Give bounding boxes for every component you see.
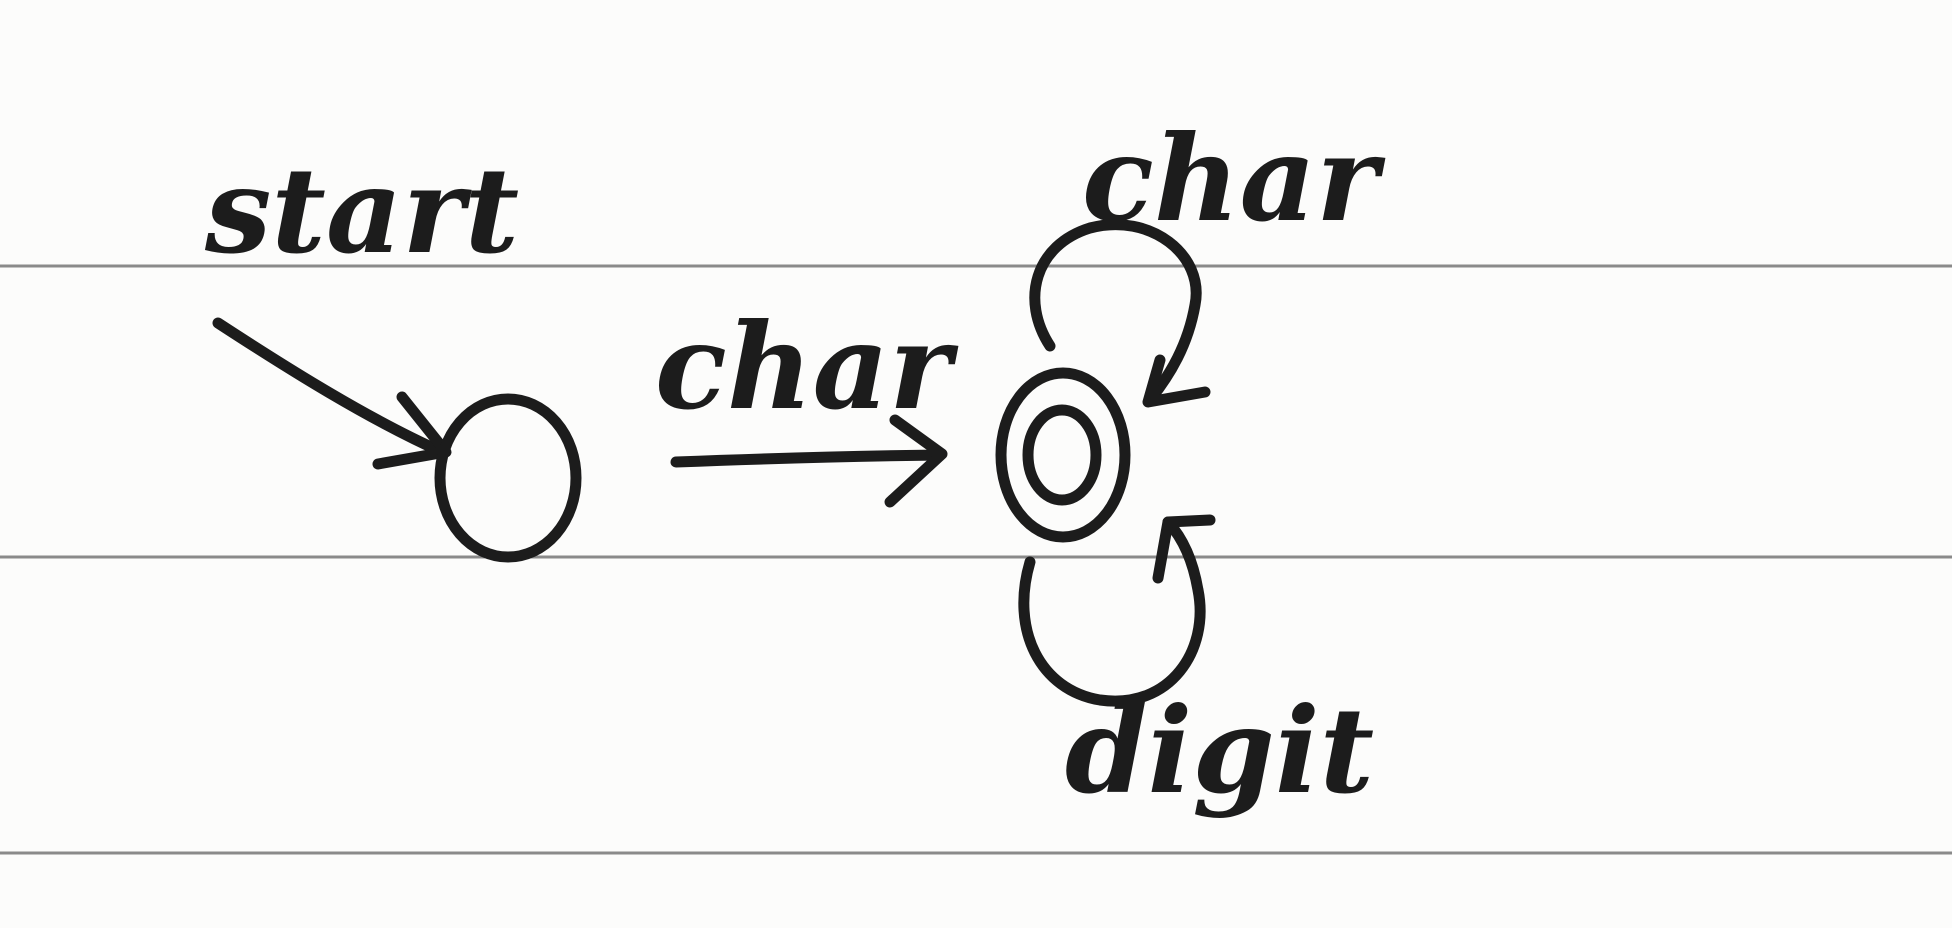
accept-state-outer-circle: [995, 367, 1131, 543]
self-loop-bottom: [1018, 516, 1206, 707]
start-arrow: [212, 317, 448, 458]
transition-char-label: char: [655, 297, 959, 436]
self-loop-char-label: char: [1082, 109, 1386, 248]
self-loop-bottom-head: [1152, 514, 1216, 584]
start-state-circle: [434, 393, 582, 563]
start-label: start: [204, 141, 519, 280]
accept-state-inner-circle: [1022, 404, 1102, 506]
self-loop-digit-label: digit: [1065, 681, 1374, 820]
self-loop-top: [1029, 219, 1202, 406]
transition-arrow: [670, 449, 946, 468]
self-loop-top-head: [1142, 354, 1211, 408]
transition-arrow-head: [884, 414, 948, 508]
